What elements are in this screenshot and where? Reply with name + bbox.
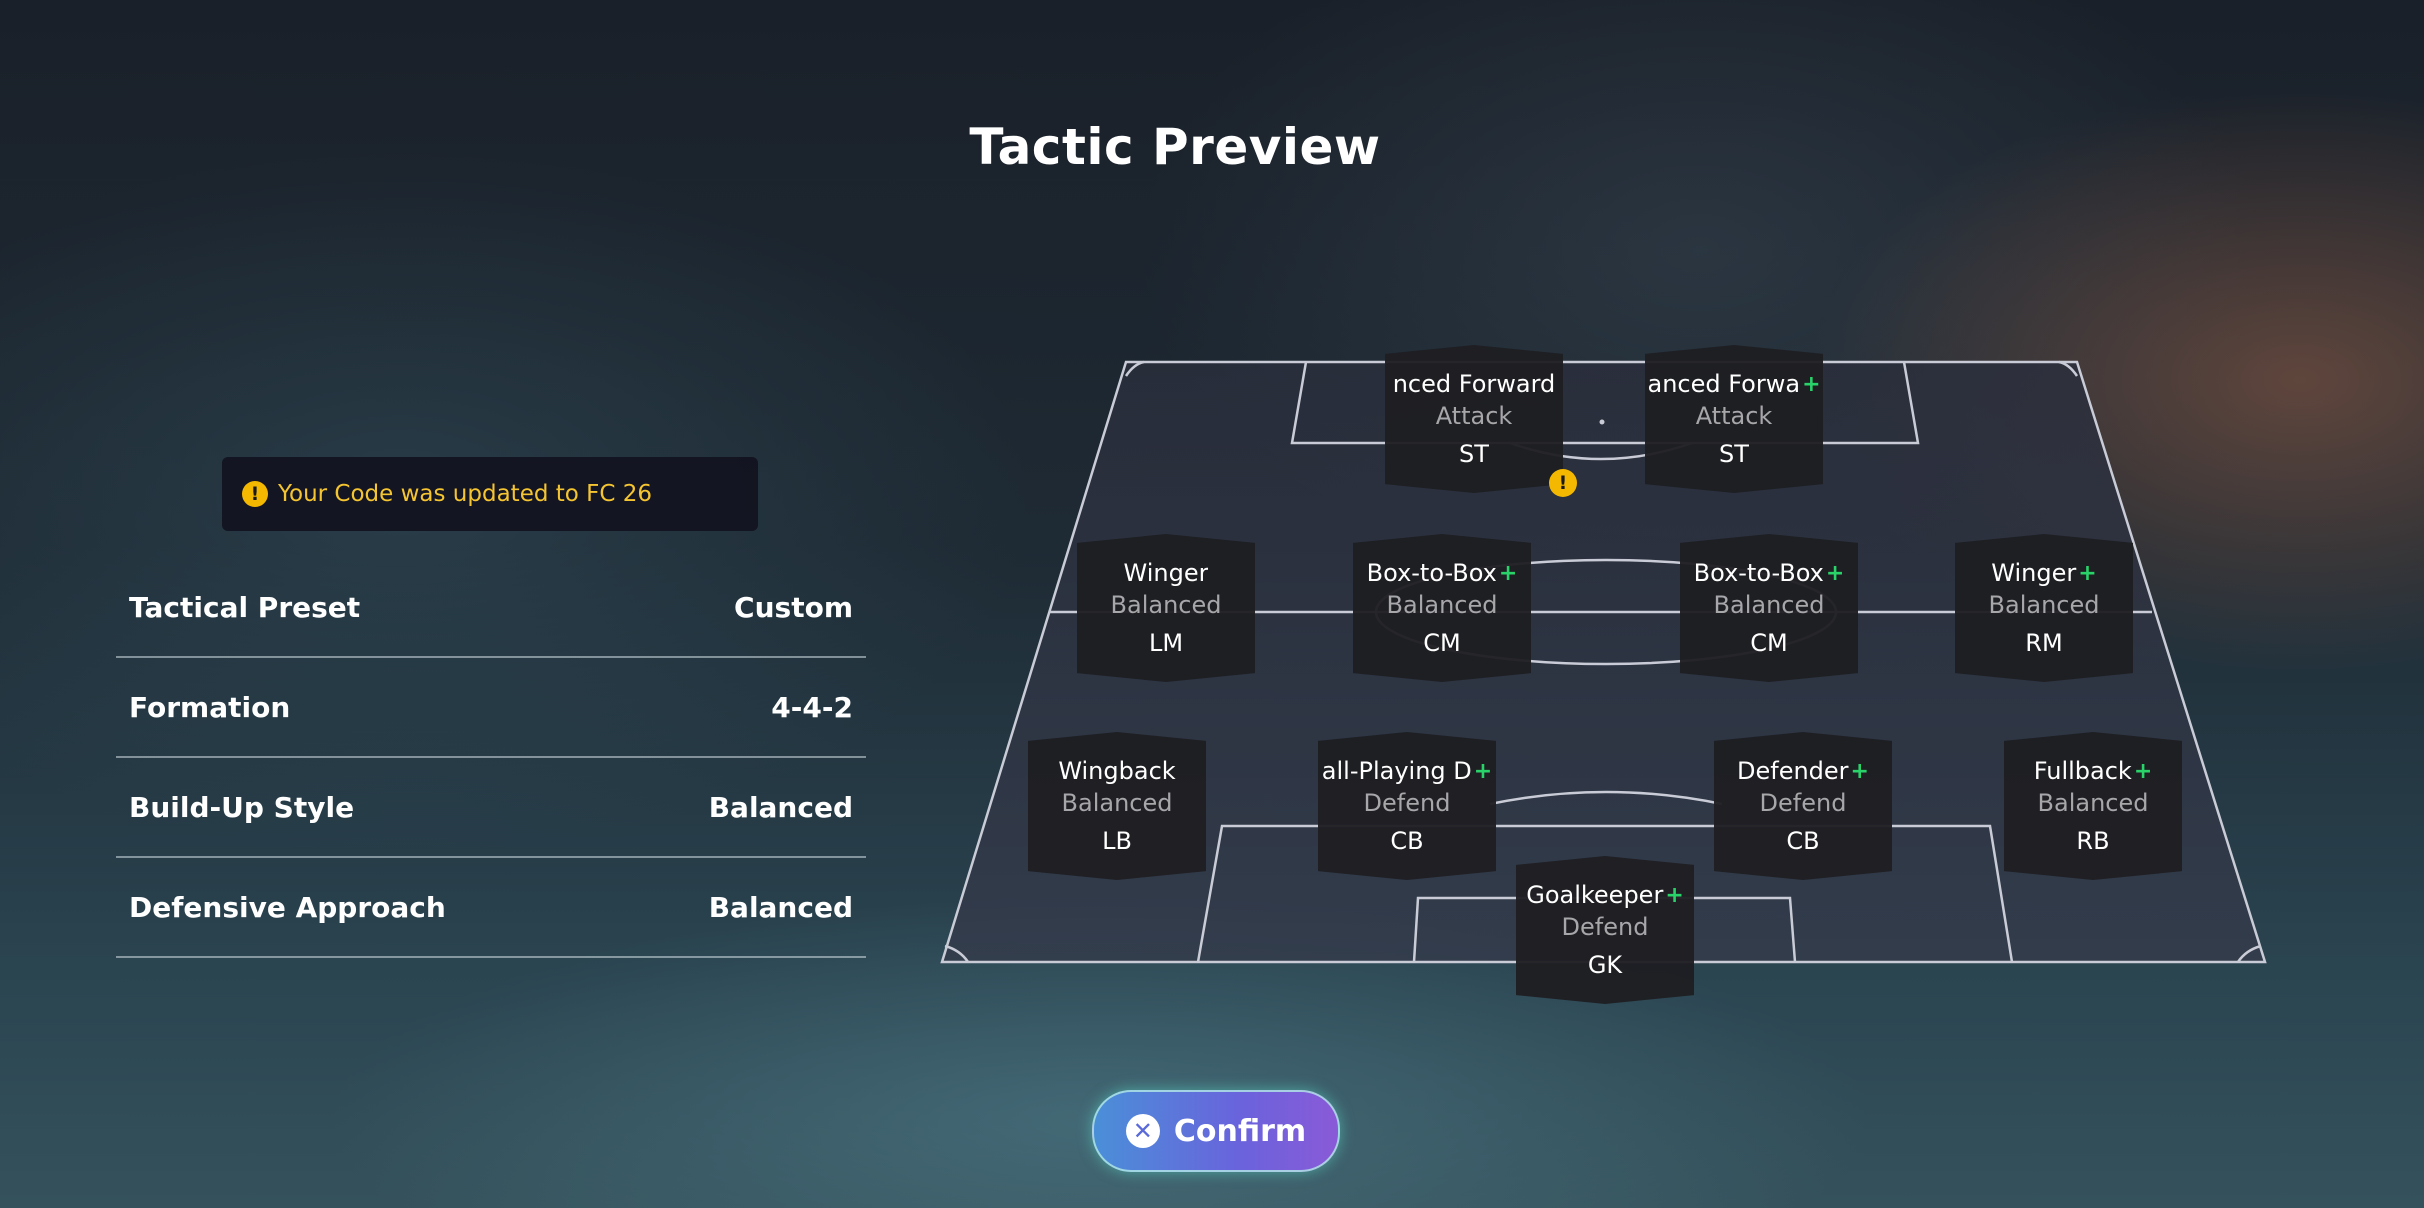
update-notice: ! Your Code was updated to FC 26 bbox=[222, 457, 758, 531]
player-focus: Balanced bbox=[1110, 591, 1222, 619]
player-role: Fullback+ bbox=[2033, 757, 2153, 785]
player-position: RM bbox=[2025, 629, 2063, 657]
player-position: ST bbox=[1459, 440, 1489, 468]
player-position: CB bbox=[1786, 827, 1820, 855]
player-card-cb-left[interactable]: all-Playing D+ Defend CB bbox=[1318, 732, 1496, 880]
player-role: nced Forward bbox=[1392, 370, 1556, 398]
player-position: LM bbox=[1148, 629, 1184, 657]
player-position: CM bbox=[1423, 629, 1461, 657]
player-focus: Balanced bbox=[1386, 591, 1498, 619]
page-title: Tactic Preview bbox=[969, 118, 1381, 176]
settings-label: Formation bbox=[129, 690, 291, 724]
player-role: Goalkeeper+ bbox=[1526, 881, 1684, 909]
player-focus: Balanced bbox=[2037, 789, 2149, 817]
player-position: ST bbox=[1719, 440, 1749, 468]
player-card-rm[interactable]: Winger+ Balanced RM bbox=[1955, 534, 2133, 682]
player-position: LB bbox=[1102, 827, 1132, 855]
corner-arc bbox=[2236, 944, 2262, 963]
player-card-cm-left[interactable]: Box-to-Box+ Balanced CM bbox=[1353, 534, 1531, 682]
player-focus: Attack bbox=[1435, 402, 1513, 430]
confirm-button[interactable]: ✕ Confirm bbox=[1092, 1090, 1340, 1172]
plus-icon: + bbox=[2133, 758, 2153, 784]
settings-row-formation: Formation 4-4-2 bbox=[116, 658, 866, 758]
corner-arc bbox=[944, 944, 970, 963]
player-card-lb[interactable]: Wingback Balanced LB bbox=[1028, 732, 1206, 880]
alert-icon: ! bbox=[1549, 469, 1577, 497]
plus-icon: + bbox=[1473, 758, 1493, 784]
corner-arc bbox=[1124, 360, 1145, 377]
settings-value: 4-4-2 bbox=[771, 690, 853, 724]
player-role: Box-to-Box+ bbox=[1366, 559, 1518, 587]
player-role: all-Playing D+ bbox=[1321, 757, 1493, 785]
plus-icon: + bbox=[1825, 560, 1845, 586]
player-focus: Defend bbox=[1363, 789, 1451, 817]
warning-icon: ! bbox=[242, 481, 268, 507]
player-card-rb[interactable]: Fullback+ Balanced RB bbox=[2004, 732, 2182, 880]
plus-icon: + bbox=[1850, 758, 1869, 784]
player-focus: Defend bbox=[1561, 913, 1649, 941]
player-role: Defender+ bbox=[1737, 757, 1869, 785]
settings-label: Build-Up Style bbox=[129, 790, 355, 824]
player-role: Wingback bbox=[1058, 757, 1176, 785]
settings-label: Defensive Approach bbox=[129, 890, 446, 924]
player-card-lm[interactable]: Winger Balanced LM bbox=[1077, 534, 1255, 682]
player-role: anced Forwa+ bbox=[1647, 370, 1821, 398]
penalty-spot bbox=[1599, 419, 1605, 425]
settings-value: Custom bbox=[734, 590, 853, 624]
player-focus: Balanced bbox=[1061, 789, 1173, 817]
confirm-label: Confirm bbox=[1173, 1113, 1307, 1149]
settings-label: Tactical Preset bbox=[129, 590, 361, 624]
notice-text: Your Code was updated to FC 26 bbox=[278, 481, 653, 507]
settings-value: Balanced bbox=[708, 890, 853, 924]
corner-arc bbox=[2058, 360, 2079, 377]
tactic-settings-list: Tactical Preset Custom Formation 4-4-2 B… bbox=[116, 558, 866, 958]
plus-icon: + bbox=[1498, 560, 1518, 586]
player-position: RB bbox=[2076, 827, 2110, 855]
player-card-cb-right[interactable]: Defender+ Defend CB bbox=[1714, 732, 1892, 880]
settings-row-tactical-preset: Tactical Preset Custom bbox=[116, 558, 866, 658]
player-card-gk[interactable]: Goalkeeper+ Defend GK bbox=[1516, 856, 1694, 1004]
player-card-cm-right[interactable]: Box-to-Box+ Balanced CM bbox=[1680, 534, 1858, 682]
player-focus: Balanced bbox=[1988, 591, 2100, 619]
settings-value: Balanced bbox=[708, 790, 853, 824]
player-card-st-left[interactable]: nced Forward Attack ST bbox=[1385, 345, 1563, 493]
close-circle-icon: ✕ bbox=[1125, 1114, 1160, 1148]
player-role: Winger bbox=[1123, 559, 1209, 587]
player-focus: Balanced bbox=[1713, 591, 1825, 619]
player-position: CB bbox=[1390, 827, 1424, 855]
plus-icon: + bbox=[1802, 371, 1821, 397]
plus-icon: + bbox=[2078, 560, 2097, 586]
player-position: CM bbox=[1750, 629, 1788, 657]
settings-row-defensive-approach: Defensive Approach Balanced bbox=[116, 858, 866, 958]
player-card-st-right[interactable]: anced Forwa+ Attack ST bbox=[1645, 345, 1823, 493]
plus-icon: + bbox=[1665, 882, 1684, 908]
bottom-penalty-box bbox=[1196, 824, 2014, 963]
settings-row-build-up-style: Build-Up Style Balanced bbox=[116, 758, 866, 858]
bottom-penalty-arc bbox=[1489, 790, 1723, 806]
player-focus: Defend bbox=[1759, 789, 1847, 817]
top-penalty-box bbox=[1290, 361, 1920, 445]
player-position: GK bbox=[1587, 951, 1623, 979]
player-role: Box-to-Box+ bbox=[1693, 559, 1845, 587]
player-focus: Attack bbox=[1695, 402, 1773, 430]
player-role: Winger+ bbox=[1991, 559, 2097, 587]
